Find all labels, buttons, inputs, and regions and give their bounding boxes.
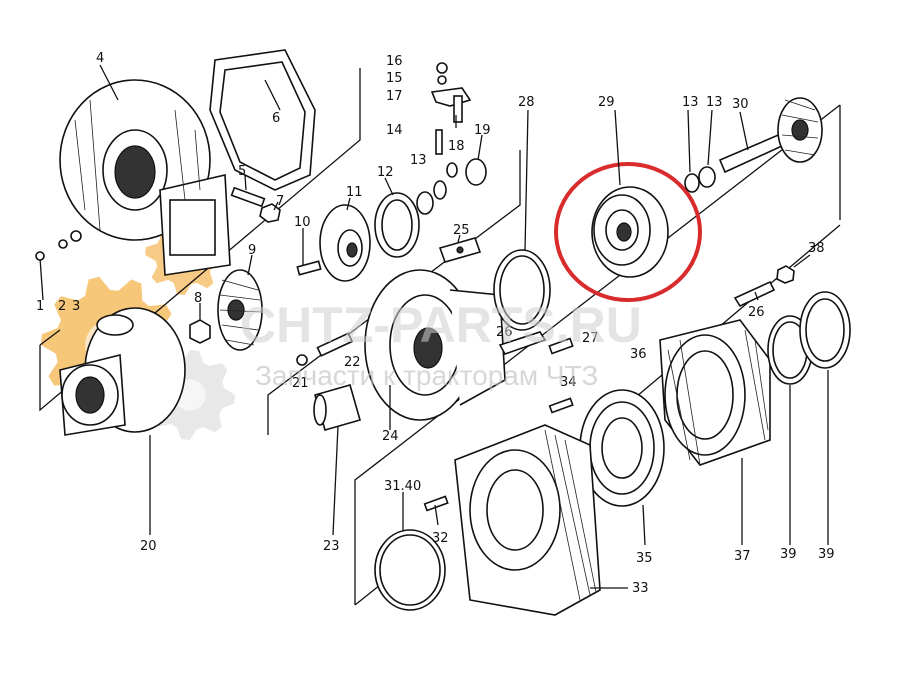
label-23: 23 bbox=[323, 539, 340, 554]
parts-32-34-studs bbox=[423, 397, 574, 512]
label-5: 5 bbox=[238, 164, 246, 179]
part-31-40-ring bbox=[374, 529, 446, 611]
label-29: 29 bbox=[598, 95, 615, 110]
label-22: 22 bbox=[344, 355, 361, 370]
highlight-circle[interactable] bbox=[554, 162, 702, 302]
label-39b: 39 bbox=[818, 547, 835, 562]
label-38: 38 bbox=[808, 241, 825, 256]
label-25: 25 bbox=[453, 223, 470, 238]
part-29-seal bbox=[591, 186, 669, 278]
part-26-27-bolts bbox=[498, 331, 574, 355]
label-13b: 13 bbox=[682, 95, 699, 110]
part-39-rings bbox=[767, 291, 851, 385]
label-24: 24 bbox=[382, 429, 399, 444]
label-1: 1 bbox=[36, 299, 44, 314]
label-10: 10 bbox=[294, 215, 311, 230]
label-15: 15 bbox=[386, 71, 403, 86]
label-18: 18 bbox=[448, 139, 465, 154]
label-14: 14 bbox=[386, 123, 403, 138]
part-9-impeller bbox=[217, 269, 263, 351]
label-35: 35 bbox=[636, 551, 653, 566]
parts-1-2-3-bolts bbox=[35, 230, 82, 301]
label-7: 7 bbox=[276, 194, 284, 209]
part-10-bolt bbox=[296, 260, 322, 276]
label-16: 16 bbox=[386, 54, 403, 69]
label-19: 19 bbox=[474, 123, 491, 138]
parts-13-19-fittings bbox=[416, 62, 487, 263]
parts-5-7-bolt bbox=[230, 186, 281, 223]
part-37-drum bbox=[659, 319, 771, 466]
label-13c: 13 bbox=[706, 95, 723, 110]
label-31-40: 31.40 bbox=[384, 479, 421, 494]
label-36: 36 bbox=[630, 347, 647, 362]
label-2: 2 bbox=[58, 299, 66, 314]
part-4-housing bbox=[59, 79, 231, 276]
part-24-central-housing bbox=[364, 269, 506, 421]
part-38-nut bbox=[733, 265, 795, 308]
leader-lines bbox=[99, 64, 829, 589]
watermark-tagline: Запчасти к тракторам ЧТЗ bbox=[255, 360, 598, 391]
label-39a: 39 bbox=[780, 547, 797, 562]
label-4: 4 bbox=[96, 51, 104, 66]
label-37: 37 bbox=[734, 549, 751, 564]
label-17: 17 bbox=[386, 89, 403, 104]
part-20-hub bbox=[59, 307, 186, 436]
watermark-brand: CHTZ-PARTS.RU bbox=[240, 297, 642, 353]
label-8: 8 bbox=[194, 291, 202, 306]
label-9: 9 bbox=[248, 243, 256, 258]
part-33-lower-housing bbox=[454, 424, 601, 616]
part-labels: 4 6 5 7 10 11 12 9 8 1 2 3 20 21 22 23 2… bbox=[36, 51, 835, 596]
label-21: 21 bbox=[292, 376, 309, 391]
label-30: 30 bbox=[732, 97, 749, 112]
label-11: 11 bbox=[346, 185, 363, 200]
part-8-nut bbox=[189, 319, 211, 344]
label-3: 3 bbox=[72, 299, 80, 314]
label-20: 20 bbox=[140, 539, 157, 554]
label-12: 12 bbox=[377, 165, 394, 180]
part-11-disc bbox=[319, 204, 371, 282]
parts-21-22-23 bbox=[296, 332, 361, 431]
part-30-shaft bbox=[684, 97, 823, 193]
label-6: 6 bbox=[272, 111, 280, 126]
label-28: 28 bbox=[518, 95, 535, 110]
part-6-gasket bbox=[209, 49, 316, 191]
part-12-ring bbox=[374, 192, 420, 258]
label-26b: 26 bbox=[748, 305, 765, 320]
label-13a: 13 bbox=[410, 153, 427, 168]
label-32: 32 bbox=[432, 531, 449, 546]
label-26a: 26 bbox=[496, 325, 513, 340]
label-27: 27 bbox=[582, 331, 599, 346]
label-34: 34 bbox=[560, 375, 577, 390]
label-33: 33 bbox=[632, 581, 649, 596]
part-28-ring bbox=[493, 249, 551, 331]
